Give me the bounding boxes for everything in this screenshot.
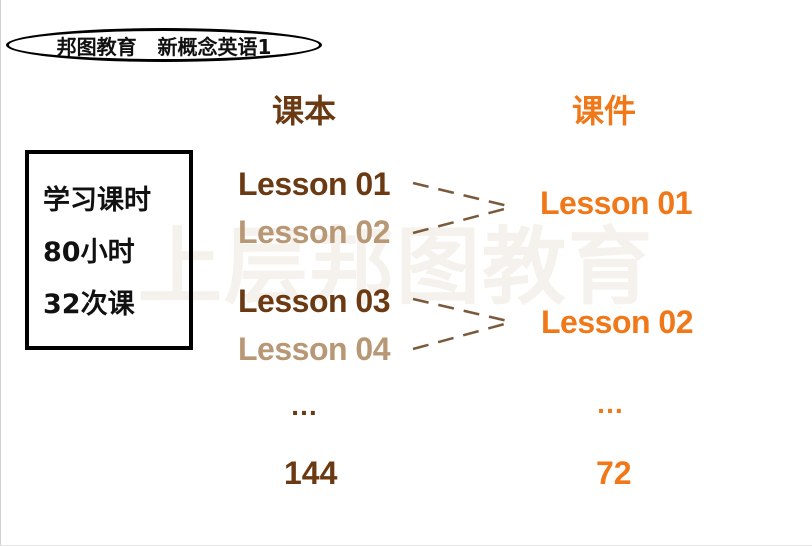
- left-edge-line: [0, 0, 1, 546]
- watermark-text: 上层邦图教育: [138, 218, 655, 316]
- textbook-heading: 课本: [272, 92, 337, 130]
- courseware-lesson-01: Lesson 01: [540, 185, 693, 221]
- textbook-lesson-04: Lesson 04: [238, 331, 391, 367]
- course-hours-box: 学习课时 80小时 32次课: [25, 150, 193, 350]
- courseware-lesson-02: Lesson 02: [541, 304, 694, 340]
- textbook-lesson-02: Lesson 02: [238, 214, 391, 250]
- arrow-line-1-to-01: [412, 181, 513, 209]
- courseware-heading: 课件: [572, 92, 637, 130]
- class-count: 32次课: [43, 289, 135, 320]
- arrow-line-4-to-02: [412, 320, 513, 351]
- brand-title: 邦图教育 新概念英语1: [56, 34, 272, 59]
- textbook-lesson-03: Lesson 03: [238, 283, 391, 319]
- hours-label: 学习课时: [43, 185, 151, 216]
- textbook-ellipsis: …: [290, 390, 318, 421]
- brand-badge: 邦图教育 新概念英语1: [6, 28, 322, 62]
- courseware-ellipsis: …: [596, 388, 624, 419]
- textbook-total: 144: [284, 455, 338, 491]
- textbook-lesson-01: Lesson 01: [238, 166, 391, 202]
- courseware-total: 72: [596, 455, 632, 491]
- arrow-line-2-to-01: [412, 205, 513, 235]
- hours-total: 80小时: [43, 237, 135, 268]
- arrow-line-3-to-02: [412, 297, 513, 324]
